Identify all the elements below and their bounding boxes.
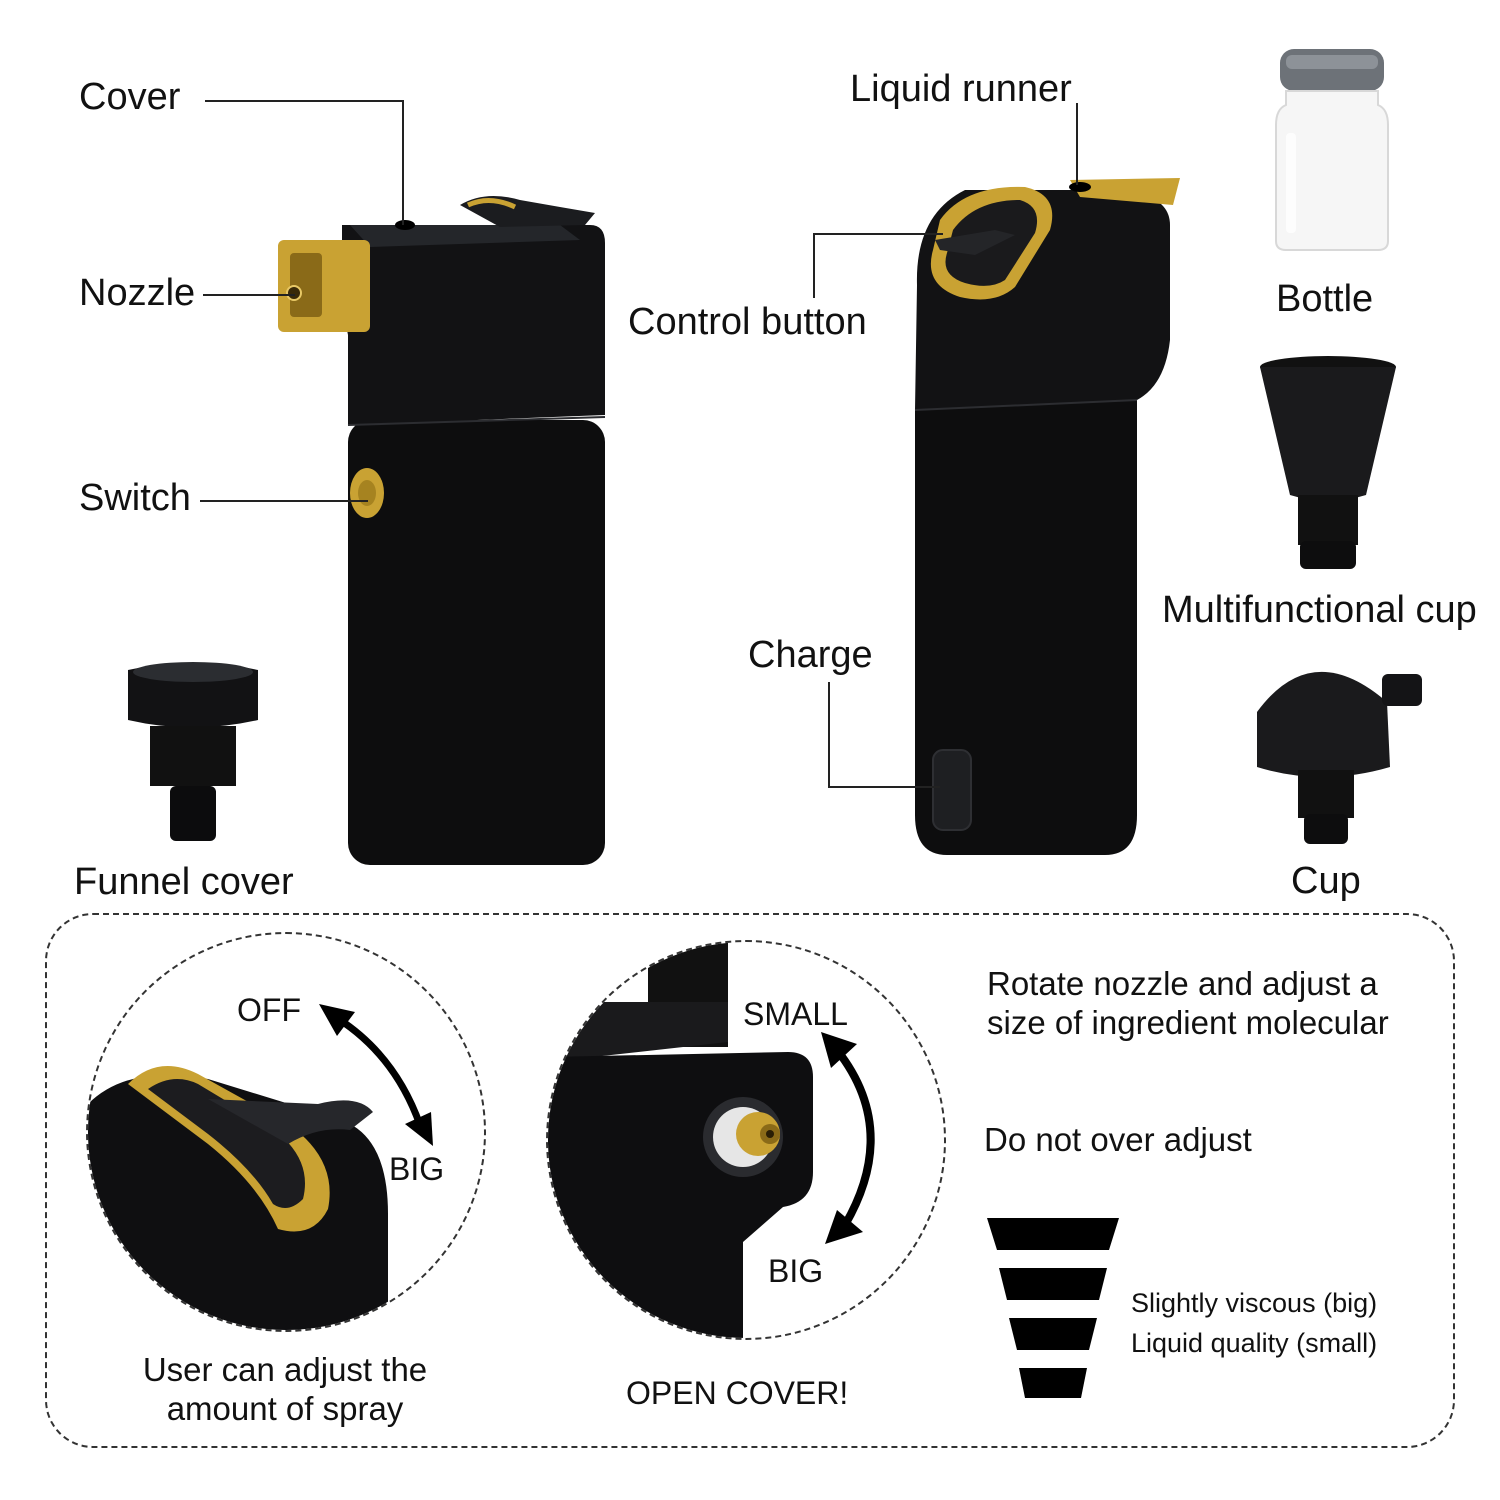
small-label: SMALL <box>743 996 848 1032</box>
airbrush-side-view <box>278 196 606 865</box>
switch-leader <box>200 500 368 502</box>
charge-leader-h <box>828 786 940 788</box>
airbrush-back-view <box>914 178 1180 855</box>
nozzle-closeup <box>546 940 946 1340</box>
cup-label: Cup <box>1291 860 1361 902</box>
bottle-label: Bottle <box>1276 278 1374 320</box>
off-label: OFF <box>237 992 301 1028</box>
cup-image <box>1257 671 1422 844</box>
charge-label: Charge <box>748 634 873 676</box>
small-big-arrow <box>821 1032 875 1244</box>
liquid-legend: Liquid quality (small) <box>1131 1328 1378 1358</box>
switch-label: Switch <box>79 477 191 519</box>
instruction-panel <box>45 913 1455 1448</box>
left-caption: User can adjust the amount of spray <box>142 1351 428 1427</box>
funnel-cover-label: Funnel cover <box>74 861 294 903</box>
liquid-runner-leader <box>1076 103 1078 185</box>
nozzle-label: Nozzle <box>79 272 196 314</box>
viscosity-stack-icon <box>987 1218 1119 1398</box>
lever-closeup-art <box>88 1066 388 1330</box>
charge-leader-v <box>828 682 830 788</box>
open-cover-caption: OPEN COVER! <box>626 1375 849 1411</box>
cover-leader-h <box>205 100 404 102</box>
warning-note: Do not over adjust <box>984 1121 1252 1158</box>
multifunctional-cup-label: Multifunctional cup <box>1162 589 1477 631</box>
rotate-note: Rotate nozzle and adjust a size of ingre… <box>987 965 1389 1041</box>
cover-label: Cover <box>79 76 181 118</box>
multifunctional-cup-image <box>1260 356 1396 569</box>
bottle-image <box>1275 49 1389 251</box>
cover-leader-v <box>402 100 404 225</box>
funnel-cover-image <box>128 662 258 841</box>
big-label-mid: BIG <box>768 1253 824 1289</box>
viscous-legend: Slightly viscous (big) <box>1131 1288 1378 1318</box>
nozzle-leader <box>203 294 295 296</box>
control-button-label: Control button <box>628 301 867 343</box>
control-button-leader-v <box>813 233 815 298</box>
liquid-runner-label: Liquid runner <box>850 68 1072 110</box>
off-big-arrow <box>319 1004 433 1146</box>
control-button-leader-h <box>813 233 943 235</box>
big-label-left: BIG <box>389 1151 445 1187</box>
nozzle-closeup-art <box>548 942 813 1338</box>
control-lever-closeup <box>86 932 486 1332</box>
